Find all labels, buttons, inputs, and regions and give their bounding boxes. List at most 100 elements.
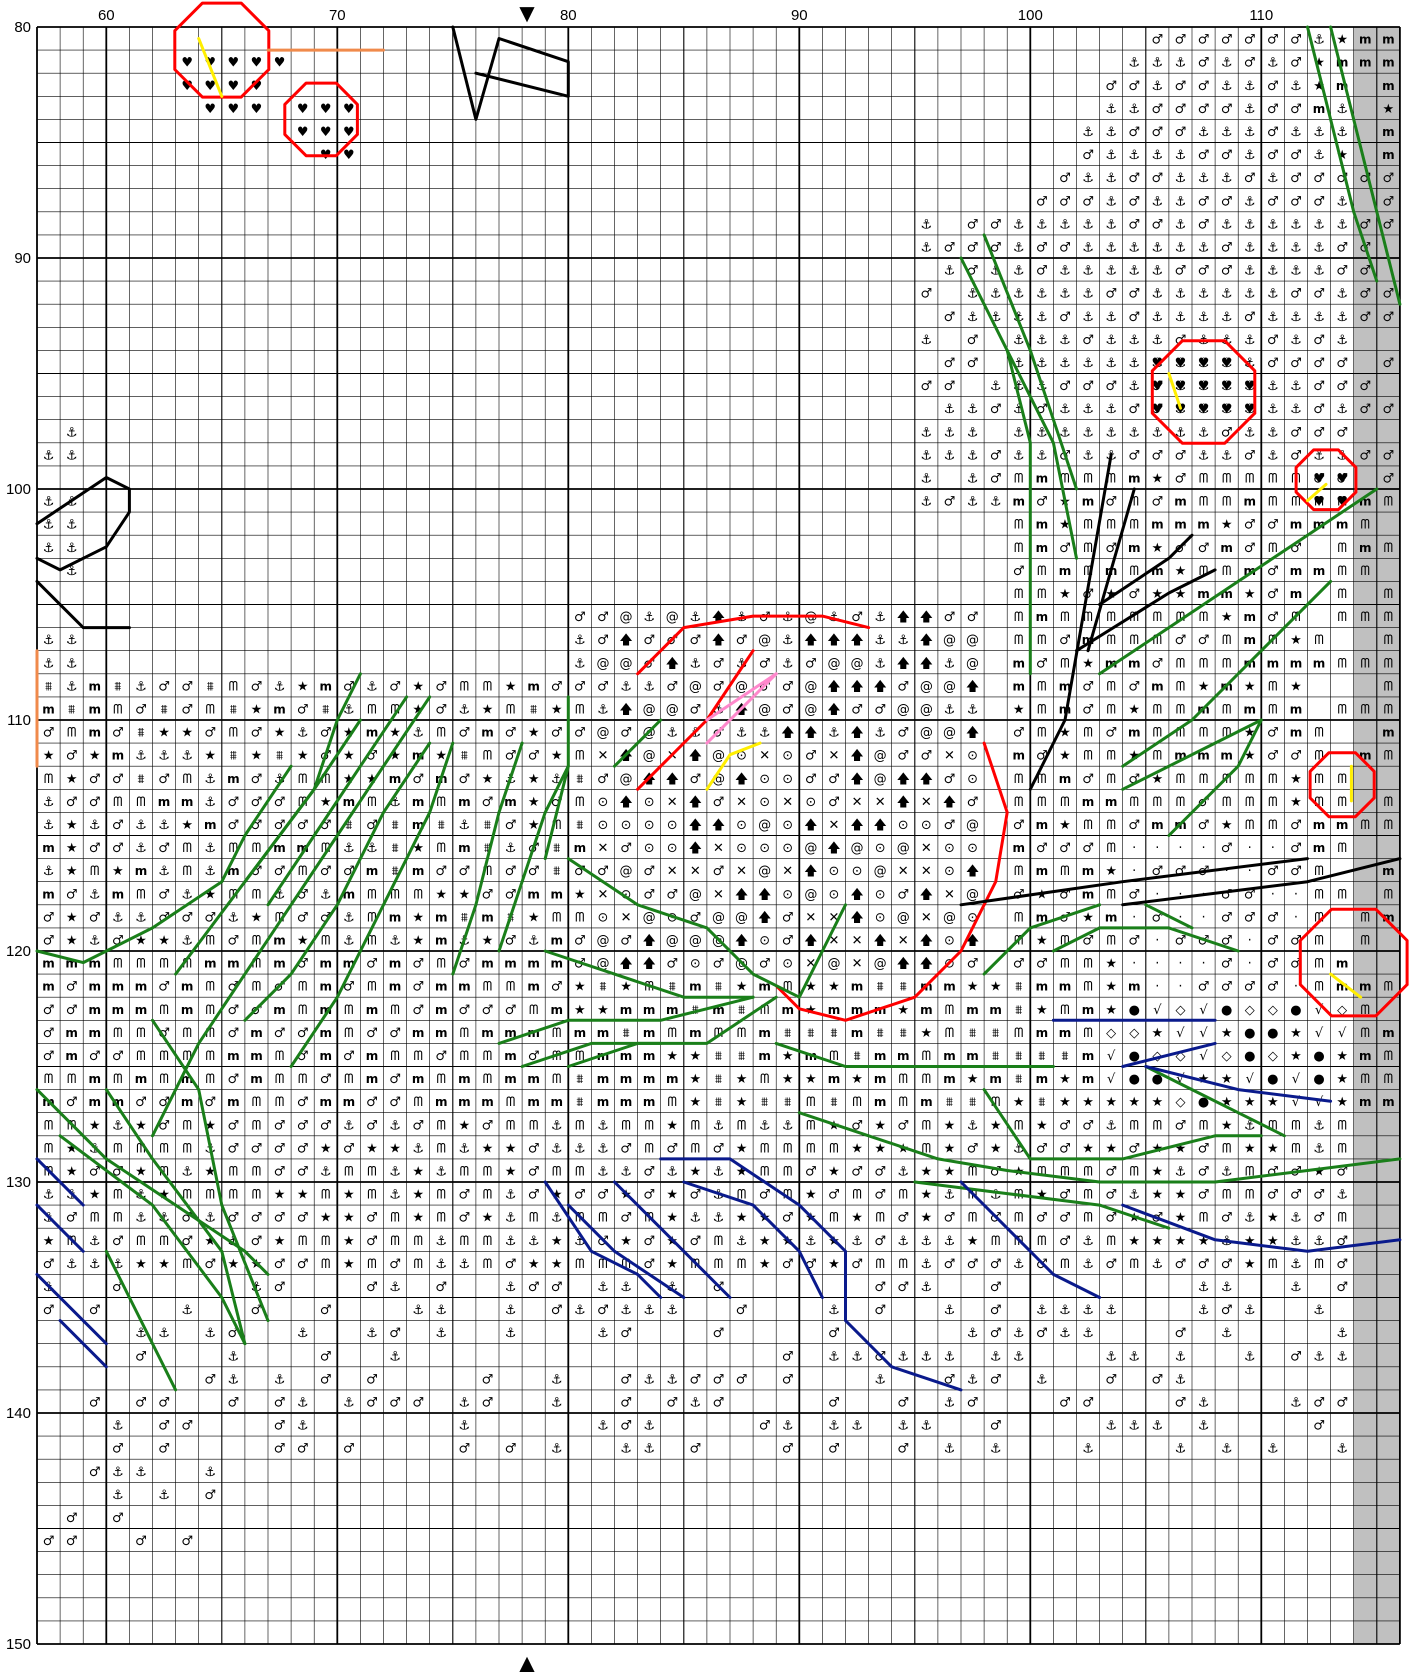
stitch-m: m [227, 957, 240, 971]
stitch-arch: ᗰ [483, 749, 492, 764]
stitch-m: m [1290, 587, 1303, 601]
stitch-pin: ♂ [412, 980, 424, 995]
stitch-arch: ᗰ [1176, 772, 1185, 787]
stitch-pin: ♂ [1359, 310, 1371, 325]
stitch-anchor: ⚓ [112, 1465, 124, 1480]
stitch-anchor: ⚓ [967, 448, 979, 463]
stitch-arch: ᗰ [113, 1072, 122, 1087]
stitch-star: ★ [43, 1234, 55, 1249]
stitch-m: m [42, 887, 55, 901]
stitch-grass: ⩩ [738, 1049, 745, 1064]
stitch-pin: ♂ [482, 1003, 494, 1018]
stitch-anchor: ⚓ [1105, 125, 1117, 140]
stitch-anchor: ⚓ [759, 726, 771, 741]
stitch-diamond: ◇ [1175, 1095, 1185, 1110]
stitch-arch: ᗰ [483, 1049, 492, 1064]
stitch-anchor: ⚓ [990, 287, 1002, 302]
stitch-arch: ᗰ [644, 1141, 653, 1156]
stitch-anchor: ⚓ [620, 1442, 632, 1457]
stitch-arch: ᗰ [413, 1095, 422, 1110]
stitch-pin: ♂ [782, 933, 794, 948]
stitch-m: m [481, 910, 494, 924]
stitch-anchor: ⚓ [1013, 1257, 1025, 1272]
stitch-check: √ [1107, 1072, 1116, 1087]
stitch-up_arrow: 🡅 [873, 679, 886, 694]
stitch-circle: ⊙ [667, 818, 678, 833]
stitch-m: m [88, 726, 101, 740]
stitch-heart: ♥ [320, 102, 332, 117]
stitch-anchor: ⚓ [435, 1257, 447, 1272]
stitch-star: ★ [389, 1141, 401, 1156]
stitch-m: m [435, 1003, 448, 1017]
stitch-pin: ♂ [897, 749, 909, 764]
stitch-pin: ♂ [782, 1442, 794, 1457]
stitch-pin: ♂ [1105, 495, 1117, 510]
stitch-up_arrow: 🡅 [827, 702, 840, 717]
stitch-anchor: ⚓ [921, 217, 933, 232]
stitch-m: m [1082, 864, 1095, 878]
stitch-pin: ♂ [1313, 287, 1325, 302]
stitch-up_arrow: 🡅 [735, 772, 748, 787]
stitch-anchor: ⚓ [389, 1118, 401, 1133]
stitch-up_arrow: 🡅 [920, 887, 933, 902]
stitch-circle: ⊙ [621, 818, 632, 833]
stitch-anchor: ⚓ [551, 1141, 563, 1156]
stitch-star: ★ [666, 1211, 678, 1226]
stitch-pin: ♂ [1383, 171, 1395, 186]
stitch-arch: ᗰ [367, 1164, 376, 1179]
stitch-pin: ♂ [274, 1419, 286, 1434]
stitch-arch: ᗰ [852, 1095, 861, 1110]
stitch-anchor: ⚓ [874, 633, 886, 648]
stitch-m: m [758, 1026, 771, 1040]
stitch-anchor: ⚓ [1221, 448, 1233, 463]
stitch-anchor: ⚓ [1198, 287, 1210, 302]
stitch-arch: ᗰ [367, 702, 376, 717]
stitch-pin: ♂ [1082, 194, 1094, 209]
stitch-anchor: ⚓ [620, 1164, 632, 1179]
stitch-anchor: ⚓ [1267, 217, 1279, 232]
stitch-anchor: ⚓ [1267, 56, 1279, 71]
stitch-m: m [1012, 749, 1025, 763]
stitch-anchor: ⚓ [158, 864, 170, 879]
stitch-m: m [597, 1095, 610, 1109]
stitch-pin: ♂ [1267, 910, 1279, 925]
stitch-grass: ⩩ [576, 772, 583, 787]
stitch-pin: ♂ [551, 1280, 563, 1295]
stitch-anchor: ⚓ [1244, 217, 1256, 232]
stitch-m: m [527, 980, 540, 994]
stitch-m: m [273, 702, 286, 716]
stitch-arch: ᗰ [460, 1164, 469, 1179]
stitch-star: ★ [1152, 1095, 1164, 1110]
stitch-dot: · [1155, 841, 1159, 856]
stitch-arch: ᗰ [1130, 1118, 1139, 1133]
stitch-heart: ♥ [1221, 356, 1233, 371]
stitch-pin: ♂ [1221, 1257, 1233, 1272]
stitch-up_arrow: 🡅 [873, 933, 886, 948]
stitch-anchor: ⚓ [690, 1211, 702, 1226]
stitch-anchor: ⚓ [343, 933, 355, 948]
stitch-spiral: @ [874, 772, 887, 787]
stitch-pin: ♂ [1267, 587, 1279, 602]
stitch-star: ★ [1036, 1188, 1048, 1203]
stitch-pin: ♂ [112, 1511, 124, 1526]
stitch-circle: ⊙ [759, 841, 770, 856]
stitch-m: m [1197, 587, 1210, 601]
stitch-anchor: ⚓ [1336, 1349, 1348, 1364]
stitch-anchor: ⚓ [274, 679, 286, 694]
stitch-m: m [643, 1095, 656, 1109]
stitch-arch: ᗰ [136, 1234, 145, 1249]
stitch-star: ★ [112, 864, 124, 879]
stitch-arch: ᗰ [136, 1026, 145, 1041]
stitch-cross: ✕ [597, 841, 608, 856]
stitch-pin: ♂ [805, 749, 817, 764]
stitch-up_arrow: 🡅 [642, 957, 655, 972]
stitch-m: m [620, 1049, 633, 1063]
stitch-arch: ᗰ [899, 1095, 908, 1110]
stitch-dot: · [1132, 864, 1136, 879]
stitch-pin: ♂ [1082, 772, 1094, 787]
stitch-m: m [1290, 702, 1303, 716]
stitch-grass: ⩩ [1061, 1049, 1068, 1064]
stitch-up_arrow: 🡅 [781, 726, 794, 741]
stitch-pin: ♂ [597, 864, 609, 879]
stitch-star: ★ [528, 1257, 540, 1272]
